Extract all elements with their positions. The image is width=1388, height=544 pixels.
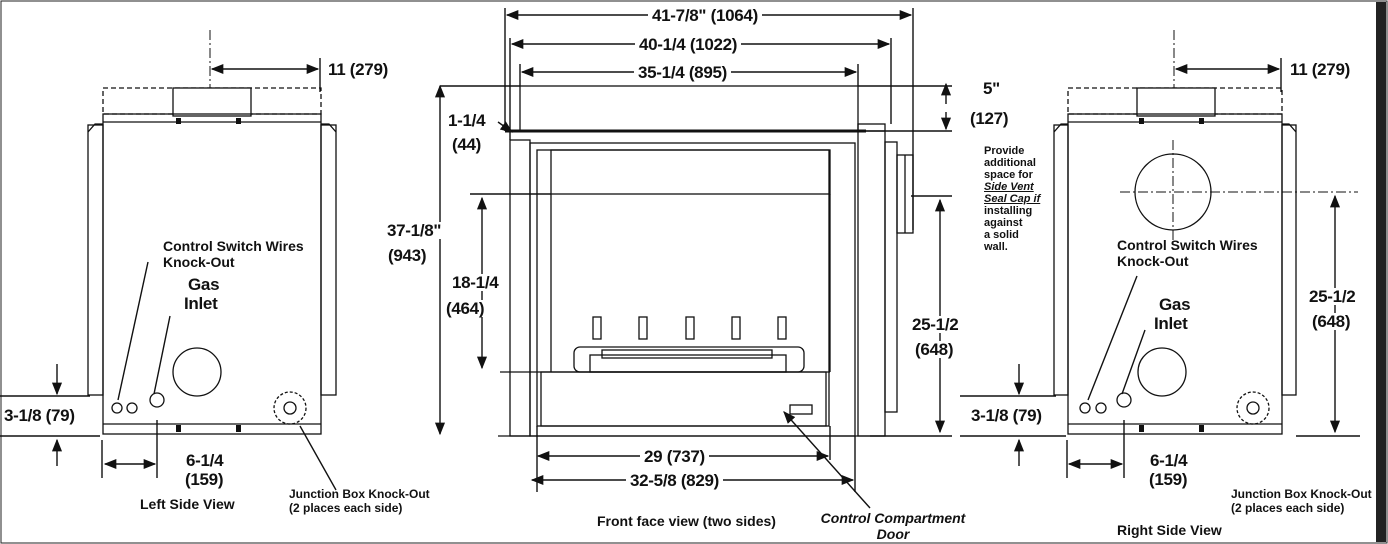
front-lip-label-2: (44) [452,135,482,154]
right-dim-height-label: 3-1/8 (79) [971,406,1042,425]
note-line: additional [984,157,1036,169]
right-junction-label-2: (2 places each side) [1231,501,1345,515]
right-junction-label-1: Junction Box Knock-Out [1231,487,1372,501]
left-dimension-lines [0,58,337,491]
right-vent-height-label-1: 25-1/2 [1309,287,1356,306]
left-control-switch-label-1: Control Switch Wires [163,238,304,254]
front-vent-height-label-1: 25-1/2 [912,315,959,334]
right-dim-top-label: 11 (279) [1290,60,1350,79]
front-base-width-label: 32-5/8 (829) [626,472,724,489]
front-dim-overall-label: 41-7/8" (1064) [648,7,762,24]
left-dim-top-label: 11 (279) [328,60,388,79]
note-line: space for [984,169,1033,181]
front-dim-outer-label: 40-1/4 (1022) [635,36,742,53]
note-line-emphasis: Seal Cap if [984,193,1041,205]
note-line: wall. [984,241,1008,253]
right-dimension-lines [960,58,1360,478]
right-gas-label-2: Inlet [1154,314,1188,333]
right-dim-width-label-1: 6-1/4 [1150,451,1188,470]
left-caption: Left Side View [140,496,235,512]
right-gas-label-1: Gas [1159,295,1191,314]
page-edge-band [1376,2,1386,542]
left-junction-label-1: Junction Box Knock-Out [289,487,430,501]
front-opening-height-label-2: (464) [446,299,485,318]
left-dim-width-label-1: 6-1/4 [186,451,224,470]
front-lip-label-1: 1-1/4 [448,111,486,130]
right-control-switch-label-1: Control Switch Wires [1117,237,1258,253]
front-total-height-label-2: (943) [388,246,427,265]
front-vent-height-label-2: (648) [915,340,954,359]
left-junction-label-2: (2 places each side) [289,501,403,515]
left-dim-width-label-2: (159) [185,470,224,489]
front-opening-width-label: 29 (737) [640,448,709,465]
front-caption: Front face view (two sides) [597,513,776,529]
note-line-emphasis: Side Vent [984,181,1034,193]
left-gas-label-2: Inlet [184,294,218,313]
note-line: against [984,217,1023,229]
note-line: a solid [984,229,1019,241]
right-side-view [1053,30,1358,435]
right-vent-height-label-2: (648) [1312,312,1351,331]
left-dim-height-label: 3-1/8 (79) [4,406,75,425]
front-dimension-lines [434,8,952,509]
front-opening-height-label-1: 18-1/4 [452,273,499,292]
control-door-label-1: Control Compartment [820,510,966,526]
side-vent-note: Provide additional space for Side Vent S… [984,145,1040,253]
front-total-height-label-1: 37-1/8" [387,221,442,240]
left-control-switch-label-2: Knock-Out [163,254,235,270]
front-dim-hood-label: 35-1/4 (895) [634,64,732,81]
right-control-switch-label-2: Knock-Out [1117,253,1189,269]
left-side-view [87,30,337,435]
front-face-view [498,85,914,437]
front-hood-height-label-2: (127) [970,109,1009,128]
front-hood-height-label-1: 5" [983,79,1000,98]
control-door-label-2: Door [876,526,910,542]
right-caption: Right Side View [1117,522,1222,538]
note-line: Provide [984,145,1025,157]
left-gas-label-1: Gas [188,275,220,294]
right-dim-width-label-2: (159) [1149,470,1188,489]
note-line: installing [984,205,1033,217]
